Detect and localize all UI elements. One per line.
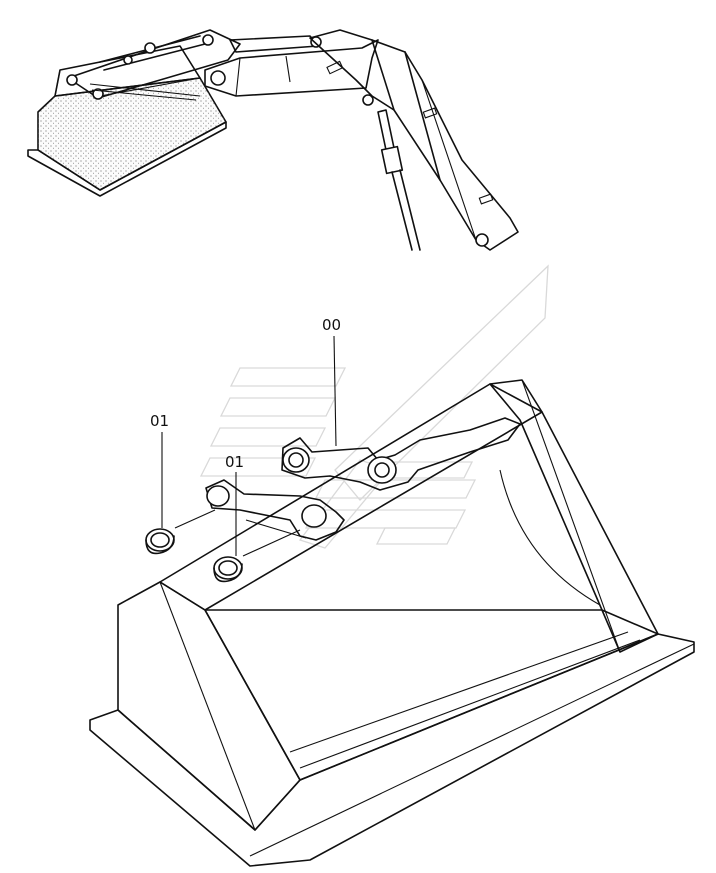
excavator-arm-overview bbox=[27, 29, 519, 251]
bucket-body bbox=[89, 379, 695, 867]
callout-label-00: 00 bbox=[322, 316, 341, 334]
bushing-part-right bbox=[213, 529, 301, 583]
bucket-mounting-bracket bbox=[205, 417, 521, 541]
overview-arm bbox=[204, 39, 379, 97]
callout-label-01-left: 01 bbox=[150, 412, 169, 430]
bushing-part-left bbox=[145, 509, 216, 555]
overview-boom-cylinder bbox=[377, 109, 421, 251]
bucket-assembly bbox=[89, 379, 695, 867]
callout-label-01-right: 01 bbox=[225, 453, 244, 471]
leader-line-00 bbox=[333, 335, 337, 447]
overview-bucket bbox=[27, 45, 227, 197]
overview-linkage bbox=[66, 29, 322, 101]
watermark-logo bbox=[199, 264, 549, 549]
overview-boom bbox=[309, 29, 519, 251]
